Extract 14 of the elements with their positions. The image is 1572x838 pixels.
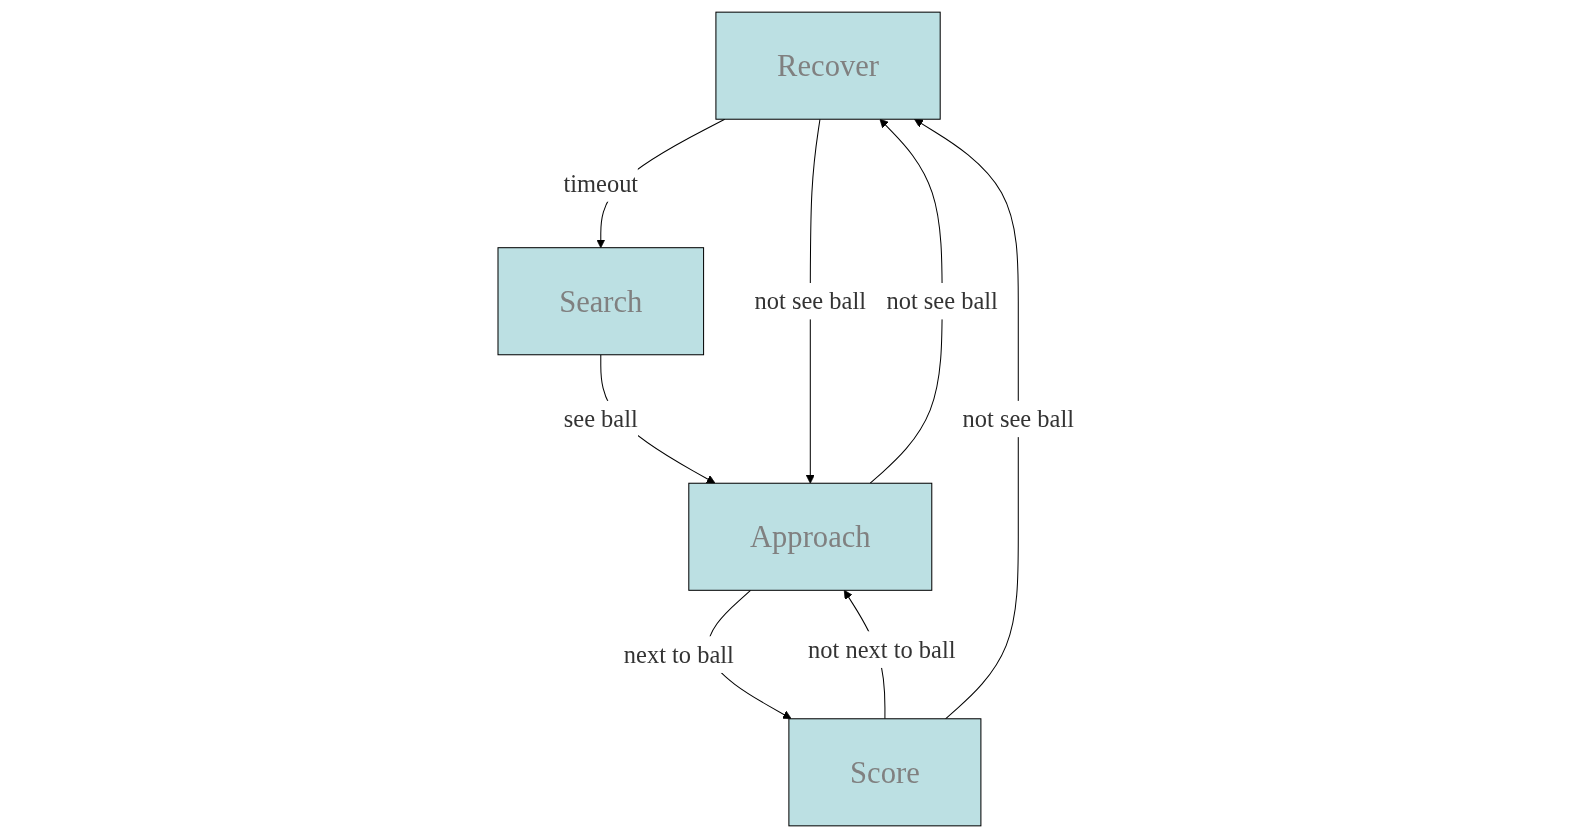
edge-label: not see ball <box>754 287 867 315</box>
arrow <box>914 118 1019 720</box>
edge-label: not see ball <box>886 287 998 315</box>
edge-label: not see ball <box>962 405 1075 433</box>
node-box: Approach <box>688 482 933 591</box>
arrow <box>869 118 943 484</box>
node-box: Recover <box>715 11 941 120</box>
arrow <box>805 118 821 484</box>
edge-label: not next to ball <box>808 636 956 663</box>
edge-label: see ball <box>563 405 638 433</box>
node-box: Search <box>497 247 705 356</box>
edge-label: next to ball <box>623 641 734 668</box>
node-box: Score <box>788 718 982 827</box>
edge-label: timeout <box>563 170 639 197</box>
